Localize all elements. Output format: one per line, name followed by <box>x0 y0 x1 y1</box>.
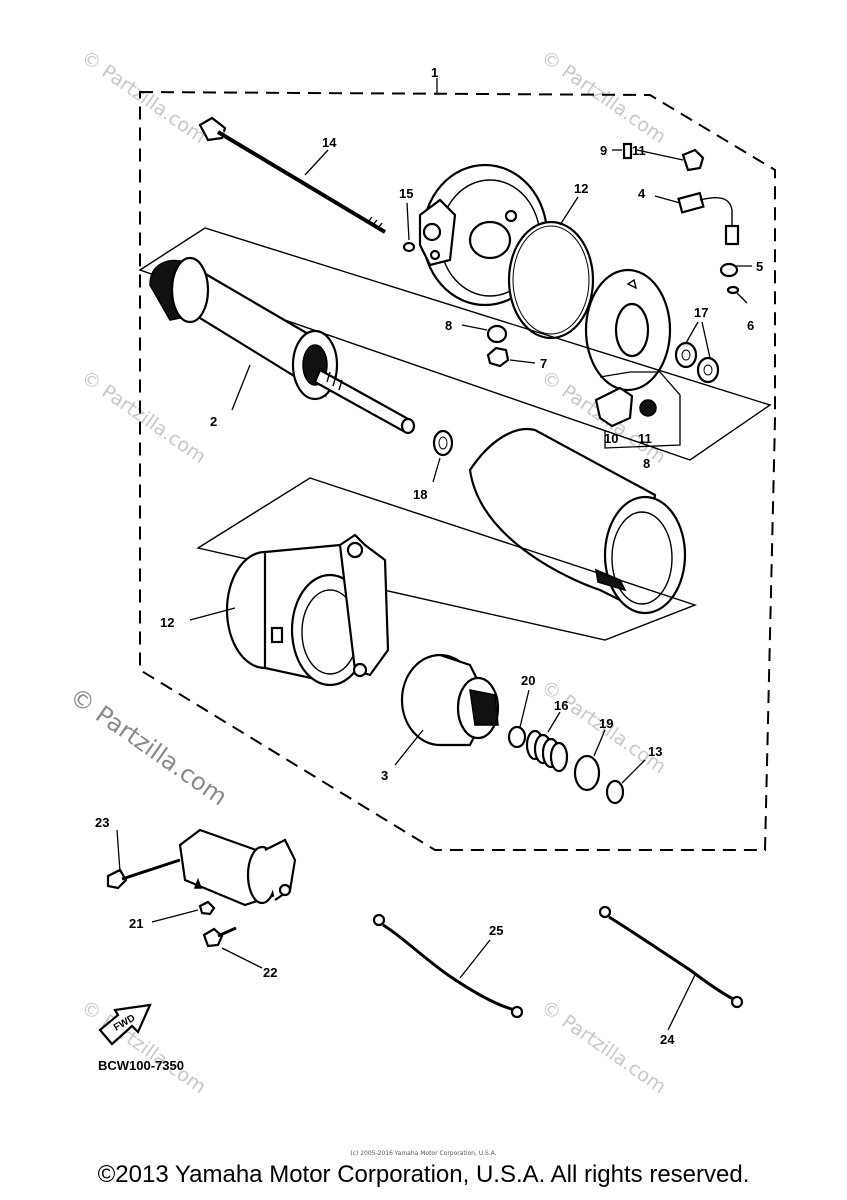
screw-11 <box>639 399 657 417</box>
brush-lead <box>677 191 740 246</box>
callout-12: 12 <box>574 181 588 196</box>
washer-6 <box>726 285 740 295</box>
cable-24 <box>598 905 744 1009</box>
circlip-13 <box>605 779 625 805</box>
watermark: © Partzilla.com <box>537 996 670 1098</box>
callout-15: 15 <box>399 186 413 201</box>
callout-18: 18 <box>413 487 427 502</box>
callouts: 1 2 3 4 5 6 7 8 8 9 10 11 11 12 12 13 14… <box>95 65 763 1047</box>
callout-17: 17 <box>694 305 708 320</box>
fine-print: (c) 2005-2016 Yamaha Motor Corporation, … <box>350 1150 497 1157</box>
o-ring-12-upper <box>507 220 595 340</box>
callout-11-lower: 11 <box>638 431 652 446</box>
brush-holder-10 <box>594 386 634 428</box>
assembly-boundary <box>139 90 776 851</box>
callout-13: 13 <box>648 744 662 759</box>
washer-8 <box>486 324 508 344</box>
svg-text:© Partzilla.com: © Partzilla.com <box>77 366 210 468</box>
ring-20 <box>507 725 527 749</box>
callout-3: 3 <box>381 768 388 783</box>
bolt-23-shank <box>121 858 181 881</box>
callout-9: 9 <box>600 143 607 158</box>
bolt-22-shank <box>217 926 237 938</box>
svg-text:© Partzilla.com: © Partzilla.com <box>65 682 233 811</box>
nut-21 <box>198 900 216 916</box>
yoke <box>468 427 687 615</box>
callout-8: 8 <box>445 318 452 333</box>
callout-4: 4 <box>638 186 646 201</box>
cable-25 <box>372 913 524 1019</box>
callout-6: 6 <box>747 318 754 333</box>
callout-1: 1 <box>431 65 438 80</box>
callout-23: 23 <box>95 815 109 830</box>
svg-text:© Partzilla.com: © Partzilla.com <box>537 46 670 148</box>
callout-10: 10 <box>604 431 618 446</box>
fwd-arrow-icon: FWD <box>98 1003 152 1046</box>
bolt-23-head <box>106 868 128 890</box>
callout-24: 24 <box>660 1032 675 1047</box>
callout-14: 14 <box>322 135 337 150</box>
front-housing <box>225 533 390 687</box>
watermark: © Partzilla.com <box>77 46 210 148</box>
callout-20: 20 <box>521 673 535 688</box>
nut-7 <box>486 346 510 368</box>
o-ring-15 <box>402 241 416 253</box>
callout-8-lower: 8 <box>643 456 650 471</box>
callout-7: 7 <box>540 356 547 371</box>
callout-21: 21 <box>129 916 143 931</box>
spring-16 <box>525 729 569 773</box>
svg-text:© Partzilla.com: © Partzilla.com <box>77 46 210 148</box>
brush-plate <box>584 268 672 392</box>
watermark-prominent: © Partzilla.com <box>65 682 233 811</box>
starter-motor-assembly <box>178 828 297 907</box>
diagram-code: BCW100-7350 <box>98 1058 184 1073</box>
callout-22: 22 <box>263 965 277 980</box>
callout-5: 5 <box>756 259 763 274</box>
armature <box>138 227 772 461</box>
bolt-22-head <box>202 927 224 948</box>
svg-text:© Partzilla.com: © Partzilla.com <box>537 996 670 1098</box>
watermark: © Partzilla.com <box>537 46 670 148</box>
through-bolt <box>198 116 387 234</box>
callout-16: 16 <box>554 698 568 713</box>
callout-11: 11 <box>632 143 646 158</box>
part-9-top <box>622 142 633 160</box>
callout-12-lower: 12 <box>160 615 174 630</box>
callout-25: 25 <box>489 923 503 938</box>
nut-5 <box>719 262 739 278</box>
callout-19: 19 <box>599 716 613 731</box>
watermark: © Partzilla.com <box>77 366 210 468</box>
bolt-11-top <box>681 148 705 172</box>
callout-2: 2 <box>210 414 217 429</box>
pinion-clutch <box>400 653 500 747</box>
leader-lines <box>116 149 752 1031</box>
copyright-notice: ©2013 Yamaha Motor Corporation, U.S.A. A… <box>97 1161 750 1188</box>
collar-19 <box>573 754 601 792</box>
